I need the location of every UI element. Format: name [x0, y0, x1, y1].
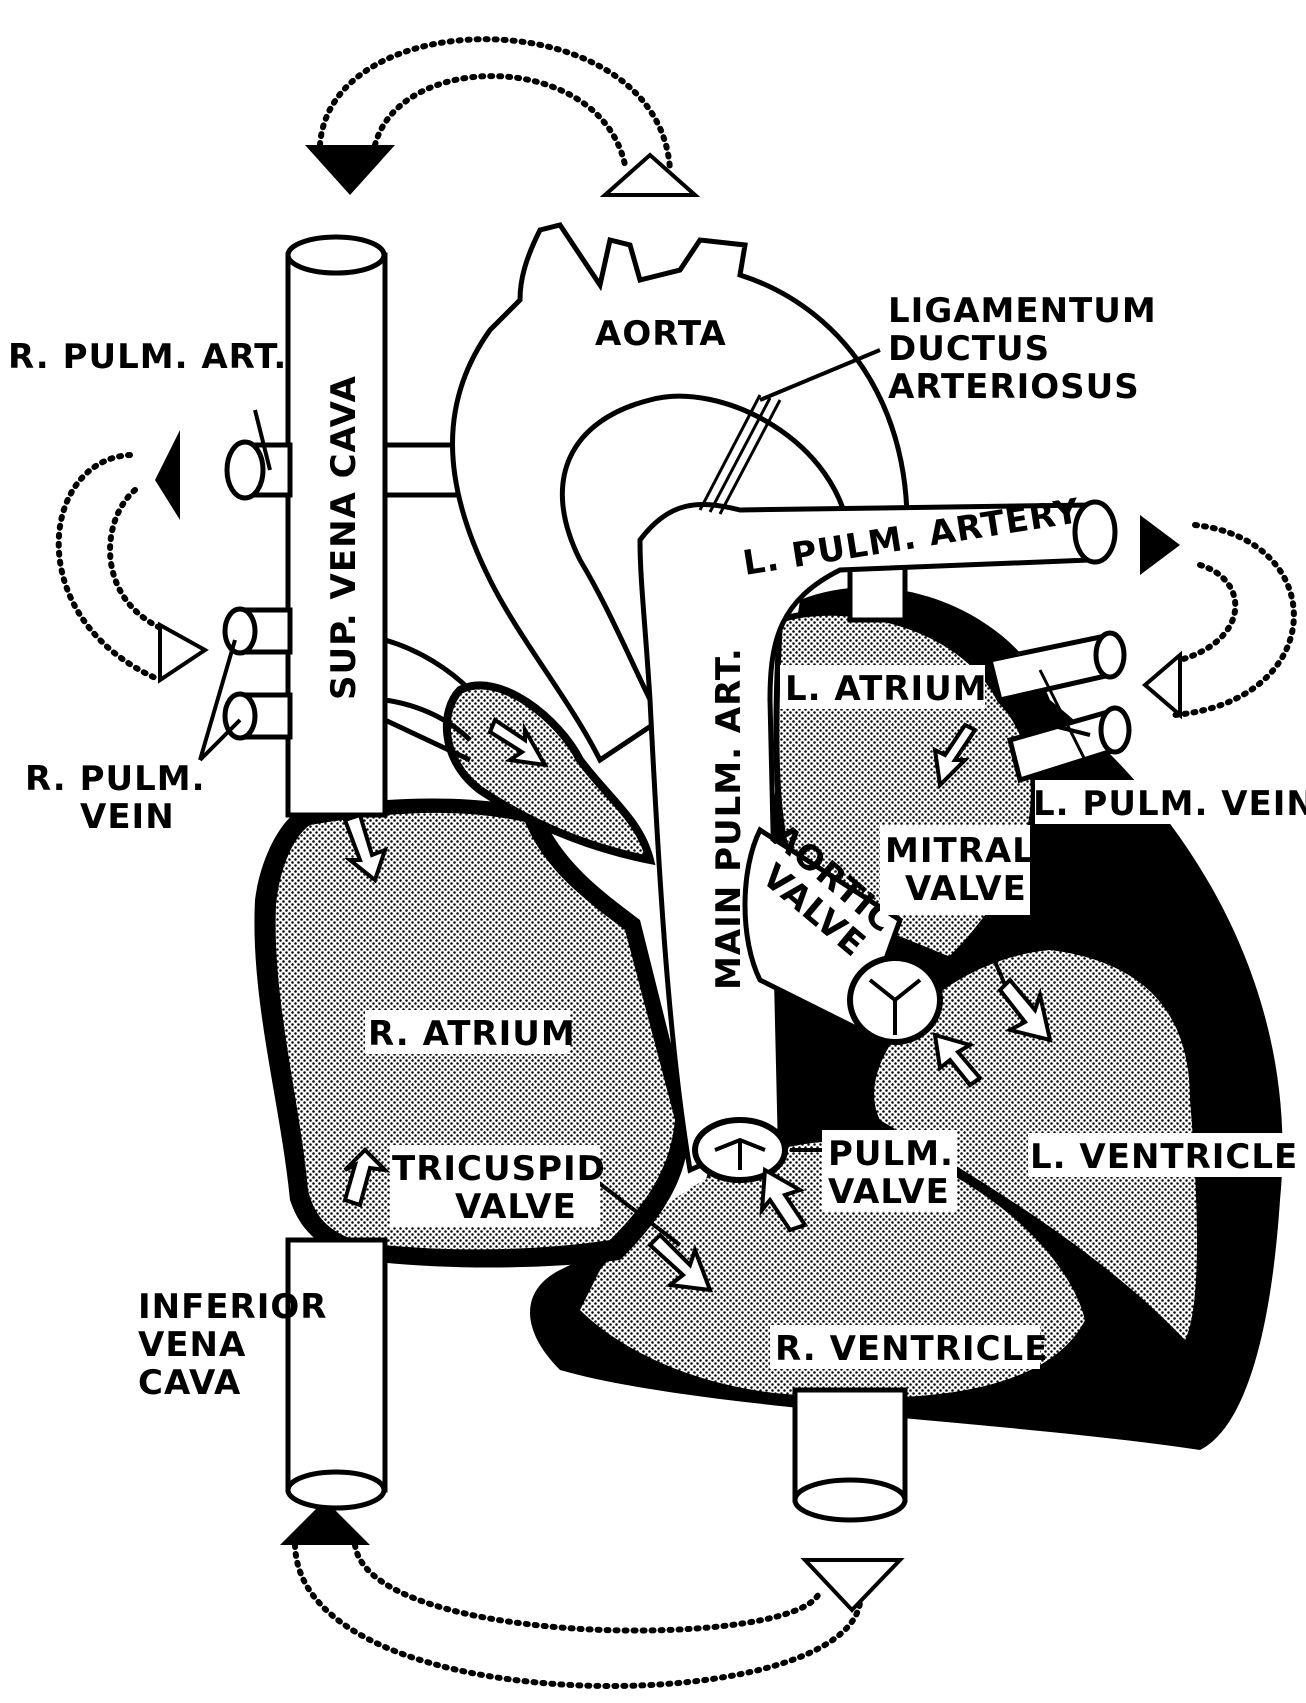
svg-text:VENA: VENA [138, 1325, 246, 1365]
svg-text:L. VENTRICLE: L. VENTRICLE [1030, 1137, 1298, 1177]
svg-text:CAVA: CAVA [138, 1363, 241, 1403]
pulmonary-valve-icon [695, 1120, 785, 1180]
flow-arrow-right-black-icon [1140, 515, 1180, 575]
label-l-ventricle: L. VENTRICLE [1028, 1133, 1298, 1177]
label-r-atrium: R. ATRIUM [365, 1010, 576, 1054]
flow-arrow-right-outline-icon [160, 625, 205, 680]
svg-text:DUCTUS: DUCTUS [888, 329, 1050, 369]
inferior-vena-cava [288, 1240, 385, 1508]
svg-text:MITRAL: MITRAL [885, 831, 1035, 871]
label-l-pulm-artery: L. PULM. ARTERY [740, 491, 1083, 584]
svg-text:R. PULM.: R. PULM. [25, 759, 206, 799]
svg-text:LIGAMENTUM: LIGAMENTUM [888, 291, 1157, 331]
svg-text:R. ATRIUM: R. ATRIUM [368, 1014, 576, 1054]
flow-arrow-left-black-icon [155, 430, 180, 520]
label-r-pulm-vein: R. PULM. VEIN [25, 759, 206, 837]
svg-text:L. ATRIUM: L. ATRIUM [785, 669, 988, 709]
label-l-atrium: L. ATRIUM [780, 665, 988, 709]
aortic-valve-icon [850, 958, 940, 1042]
label-tricuspid-valve: TRICUSPID VALVE [390, 1145, 606, 1227]
svg-text:MAIN PULM. ART.: MAIN PULM. ART. [709, 647, 749, 990]
label-r-pulm-art: R. PULM. ART. [8, 337, 287, 377]
label-aorta: AORTA [595, 314, 727, 354]
svg-text:VEIN: VEIN [80, 797, 175, 837]
svg-text:AORTA: AORTA [595, 314, 727, 354]
left-pulmonary-artery-end [1075, 502, 1115, 562]
svg-text:SUP. VENA CAVA: SUP. VENA CAVA [324, 375, 364, 700]
label-ligamentum-ductus-arteriosus: LIGAMENTUM DUCTUS ARTERIOSUS [888, 291, 1157, 407]
pulmonary-loop-right [59, 455, 165, 680]
svg-text:TRICUSPID: TRICUSPID [392, 1149, 606, 1189]
label-r-ventricle: R. VENTRICLE [770, 1325, 1048, 1369]
svg-text:ARTERIOSUS: ARTERIOSUS [888, 367, 1140, 407]
systemic-circulation-bottom-loop [295, 1545, 861, 1686]
label-sup-vena-cava: SUP. VENA CAVA [324, 375, 364, 700]
label-pulm-valve: PULM. VALVE [822, 1130, 957, 1212]
svg-text:VALVE: VALVE [455, 1187, 577, 1227]
label-main-pulm-art: MAIN PULM. ART. [709, 647, 749, 990]
flow-arrow-down-black-icon [305, 145, 395, 195]
label-mitral-valve: MITRAL VALVE [880, 825, 1035, 915]
svg-text:L. PULM. ARTERY: L. PULM. ARTERY [740, 491, 1083, 584]
label-l-pulm-vein: L. PULM. VEIN [1033, 780, 1306, 824]
flow-arrow-down-outline-icon [805, 1560, 900, 1610]
svg-text:L. PULM. VEIN: L. PULM. VEIN [1033, 784, 1306, 824]
pulmonary-loop-left [1175, 525, 1294, 715]
svg-text:R. VENTRICLE: R. VENTRICLE [775, 1329, 1048, 1369]
svg-text:R. PULM. ART.: R. PULM. ART. [8, 337, 287, 377]
svg-text:VALVE: VALVE [828, 1172, 950, 1212]
svg-text:VALVE: VALVE [905, 869, 1027, 909]
flow-arrow-left-outline-icon [1145, 655, 1180, 715]
svg-text:PULM.: PULM. [828, 1134, 954, 1174]
svg-text:INFERIOR: INFERIOR [138, 1287, 327, 1327]
descending-aorta-stub [795, 1390, 905, 1520]
flow-arrow-up-outline-icon [605, 155, 695, 195]
